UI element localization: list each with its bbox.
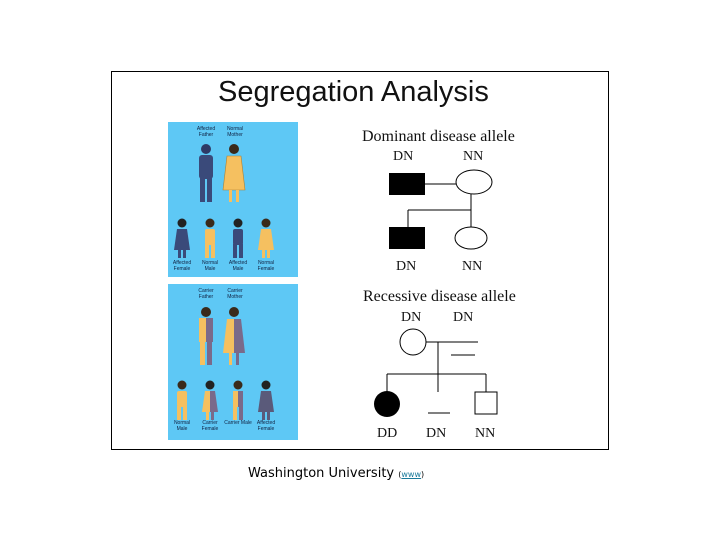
genotype-label: DN: [401, 310, 422, 325]
paren: (: [398, 470, 402, 479]
carrier-female-child: [202, 380, 218, 420]
panel-label: Affected Female: [172, 260, 192, 272]
panel-label: Affected Father: [196, 126, 216, 138]
normal-female-child: [258, 218, 274, 258]
affected-male-symbol: [389, 173, 425, 195]
panel-label: Carrier Female: [201, 420, 219, 432]
affected-male-child: [233, 218, 243, 258]
caption-link-wrapper: (www): [398, 470, 424, 479]
normal-mother-figure: [222, 144, 246, 202]
genotype-label: DN: [453, 310, 474, 325]
paren: ): [421, 470, 425, 479]
unaffected-female-symbol: [455, 169, 493, 195]
genotype-label: NN: [475, 426, 496, 441]
genotype-label: DD: [377, 426, 398, 441]
normal-male-child: [205, 218, 215, 258]
affected-father-figure: [199, 144, 213, 202]
genotype-label: DN: [393, 149, 414, 164]
recessive-illustration-panel: Carrier Father Carrier Mother: [168, 284, 298, 440]
carrier-male-child: [233, 380, 243, 420]
slide: Segregation Analysis Affected Father Nor…: [111, 71, 609, 450]
slide-title: Segregation Analysis: [218, 76, 489, 108]
dominant-heading: Dominant disease allele: [362, 128, 515, 145]
genotype-label: NN: [462, 259, 483, 274]
panel-label: Carrier Mother: [227, 288, 243, 300]
affected-female-child: [258, 380, 274, 420]
unaffected-female-symbol: [454, 226, 488, 250]
caption-text: Washington University: [248, 466, 395, 481]
panel-label: Normal Mother: [226, 126, 244, 138]
affected-female-child: [174, 218, 190, 258]
panel-label: Carrier Father: [198, 288, 214, 300]
recessive-heading: Recessive disease allele: [363, 288, 516, 305]
family-figures-dominant: [174, 144, 274, 258]
www-link[interactable]: www: [401, 470, 422, 479]
carrier-female-symbol: [399, 328, 427, 356]
panel-label: Affected Female: [256, 420, 276, 432]
caption: Washington University (www): [248, 466, 424, 481]
carrier-father-figure: [199, 307, 213, 365]
panel-label: Normal Male: [173, 420, 191, 432]
pedigree-drawings: [374, 169, 498, 417]
normal-male-child: [177, 380, 187, 420]
panel-label: Normal Male: [201, 260, 219, 272]
panel-label: Affected Male: [228, 260, 248, 272]
genotype-label: DN: [396, 259, 417, 274]
family-figures-recessive: [177, 307, 274, 420]
dominant-illustration-panel: Affected Father Normal Mother: [168, 122, 298, 277]
panel-label: Normal Female: [257, 260, 275, 272]
panel-label: Carrier Male: [224, 420, 252, 426]
genotype-label: DN: [426, 426, 447, 441]
affected-male-symbol: [389, 227, 425, 249]
genotype-label: NN: [463, 149, 484, 164]
carrier-mother-figure: [223, 307, 245, 365]
affected-female-symbol: [374, 391, 400, 417]
unaffected-male-symbol: [474, 391, 498, 415]
